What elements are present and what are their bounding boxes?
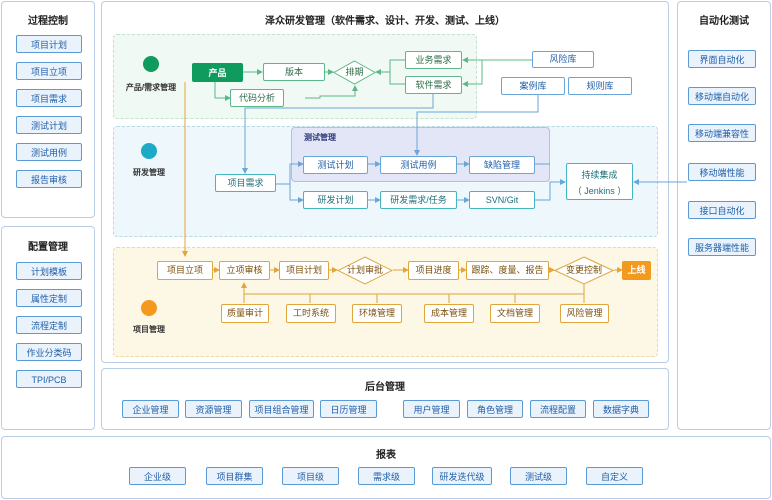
menu-item[interactable]: 移动端自动化 [688, 87, 756, 105]
version-box[interactable]: 版本 [263, 63, 325, 81]
backend-management-panel: 后台管理 [101, 368, 669, 430]
product-button[interactable]: 产品 [192, 63, 243, 82]
project-plan-box[interactable]: 项目计划 [279, 261, 329, 280]
backend-item[interactable]: 资源管理 [185, 400, 242, 418]
menu-item[interactable]: 移动端性能 [688, 163, 756, 181]
backend-management-title: 后台管理 [365, 382, 405, 393]
continuous-integration-box[interactable]: 持续集成 （ Jenkins ） [566, 163, 633, 200]
jenkins-label: （ Jenkins ） [572, 186, 627, 196]
schedule-label: 排期 [345, 67, 364, 77]
document-management-box[interactable]: 文档管理 [490, 304, 540, 323]
menu-item[interactable]: 服务器端性能 [688, 238, 756, 256]
report-item[interactable]: 测试级 [510, 467, 567, 485]
rule-library-box[interactable]: 规则库 [568, 77, 632, 95]
software-requirement-box[interactable]: 软件需求 [405, 76, 462, 94]
code-analysis-box[interactable]: 代码分析 [230, 89, 284, 107]
backend-item[interactable]: 用户管理 [403, 400, 460, 418]
defect-management-box[interactable]: 缺陷管理 [469, 156, 535, 174]
project-requirement-box[interactable]: 项目需求 [215, 174, 276, 192]
tracking-report-box[interactable]: 跟踪、度量、报告 [466, 261, 549, 280]
backend-item[interactable]: 角色管理 [467, 400, 523, 418]
shield-icon [143, 56, 159, 72]
test-management-title: 测试管理 [304, 132, 364, 144]
cost-management-box[interactable]: 成本管理 [424, 304, 474, 323]
report-item[interactable]: 需求级 [358, 467, 415, 485]
menu-item[interactable]: 移动端兼容性 [688, 124, 756, 142]
diamond-shape [554, 256, 614, 285]
backend-item[interactable]: 日历管理 [320, 400, 377, 418]
menu-item[interactable]: 项目计划 [16, 35, 82, 53]
rd-management-title: 泽众研发管理（软件需求、设计、开发、测试、上线） [265, 16, 505, 27]
menu-item[interactable]: 界面自动化 [688, 50, 756, 68]
product-zone-label: 产品/需求管理 [125, 83, 177, 92]
risk-management-box[interactable]: 风险管理 [560, 304, 609, 323]
menu-item[interactable]: 计划模板 [16, 262, 82, 280]
menu-item[interactable]: TPI/PCB [16, 370, 82, 388]
business-requirement-box[interactable]: 业务需求 [405, 51, 462, 69]
plan-approval-label: 计划审批 [346, 265, 383, 275]
menu-item[interactable]: 流程定制 [16, 316, 82, 334]
dev-zone-label: 研发管理 [133, 168, 165, 177]
menu-item[interactable]: 项目立项 [16, 62, 82, 80]
test-plan-box[interactable]: 测试计划 [303, 156, 368, 174]
plan-approval-diamond[interactable]: 计划审批 [337, 256, 393, 285]
environment-management-box[interactable]: 环境管理 [352, 304, 402, 323]
risk-library-box[interactable]: 风险库 [532, 51, 594, 68]
report-item[interactable]: 企业级 [129, 467, 186, 485]
initiation-review-box[interactable]: 立项审核 [219, 261, 270, 280]
diamond-shape [333, 60, 376, 85]
timesheet-box[interactable]: 工时系统 [286, 304, 336, 323]
dev-plan-box[interactable]: 研发计划 [303, 191, 368, 209]
test-case-box[interactable]: 测试用例 [380, 156, 457, 174]
ci-label: 持续集成 [581, 170, 618, 180]
folder-icon [141, 300, 157, 316]
diamond-shape [337, 256, 393, 285]
test-management-label: 测试管理 [304, 133, 336, 142]
backend-item[interactable]: 企业管理 [122, 400, 179, 418]
process-control-panel: 过程控制 项目计划 项目立项 项目需求 测试计划 测试用例 报告审核 [1, 1, 95, 218]
project-zone-label: 项目管理 [133, 325, 165, 334]
backend-item[interactable]: 流程配置 [530, 400, 586, 418]
menu-item[interactable]: 接口自动化 [688, 201, 756, 219]
change-control-label: 变更控制 [565, 265, 602, 275]
backend-item[interactable]: 数据字典 [593, 400, 649, 418]
project-initiation-box[interactable]: 项目立项 [157, 261, 213, 280]
process-control-title: 过程控制 [28, 16, 68, 27]
report-item[interactable]: 项目群集 [206, 467, 263, 485]
menu-item[interactable]: 测试用例 [16, 143, 82, 161]
project-progress-box[interactable]: 项目进度 [408, 261, 459, 280]
case-library-box[interactable]: 案例库 [501, 77, 565, 95]
schedule-diamond[interactable]: 排期 [333, 60, 376, 85]
report-item[interactable]: 项目级 [282, 467, 339, 485]
menu-item[interactable]: 测试计划 [16, 116, 82, 134]
config-management-title: 配置管理 [28, 242, 68, 253]
menu-item[interactable]: 属性定制 [16, 289, 82, 307]
config-management-panel: 配置管理 计划模板 属性定制 流程定制 作业分类码 TPI/PCB [1, 226, 95, 430]
automation-test-title: 自动化测试 [699, 16, 749, 27]
svn-git-box[interactable]: SVN/Git [469, 191, 535, 209]
automation-test-panel: 自动化测试 界面自动化 移动端自动化 移动端兼容性 移动端性能 接口自动化 服务… [677, 1, 771, 430]
change-control-diamond[interactable]: 变更控制 [554, 256, 614, 285]
monitor-icon [141, 143, 157, 159]
quality-audit-box[interactable]: 质量审计 [221, 304, 269, 323]
report-item[interactable]: 研发迭代级 [432, 467, 492, 485]
backend-item[interactable]: 项目组合管理 [249, 400, 314, 418]
dev-task-box[interactable]: 研发需求/任务 [380, 191, 457, 209]
menu-item[interactable]: 作业分类码 [16, 343, 82, 361]
menu-item[interactable]: 报告审核 [16, 170, 82, 188]
menu-item[interactable]: 项目需求 [16, 89, 82, 107]
reports-title: 报表 [376, 450, 396, 461]
launch-button[interactable]: 上线 [622, 261, 651, 280]
report-item[interactable]: 自定义 [586, 467, 643, 485]
